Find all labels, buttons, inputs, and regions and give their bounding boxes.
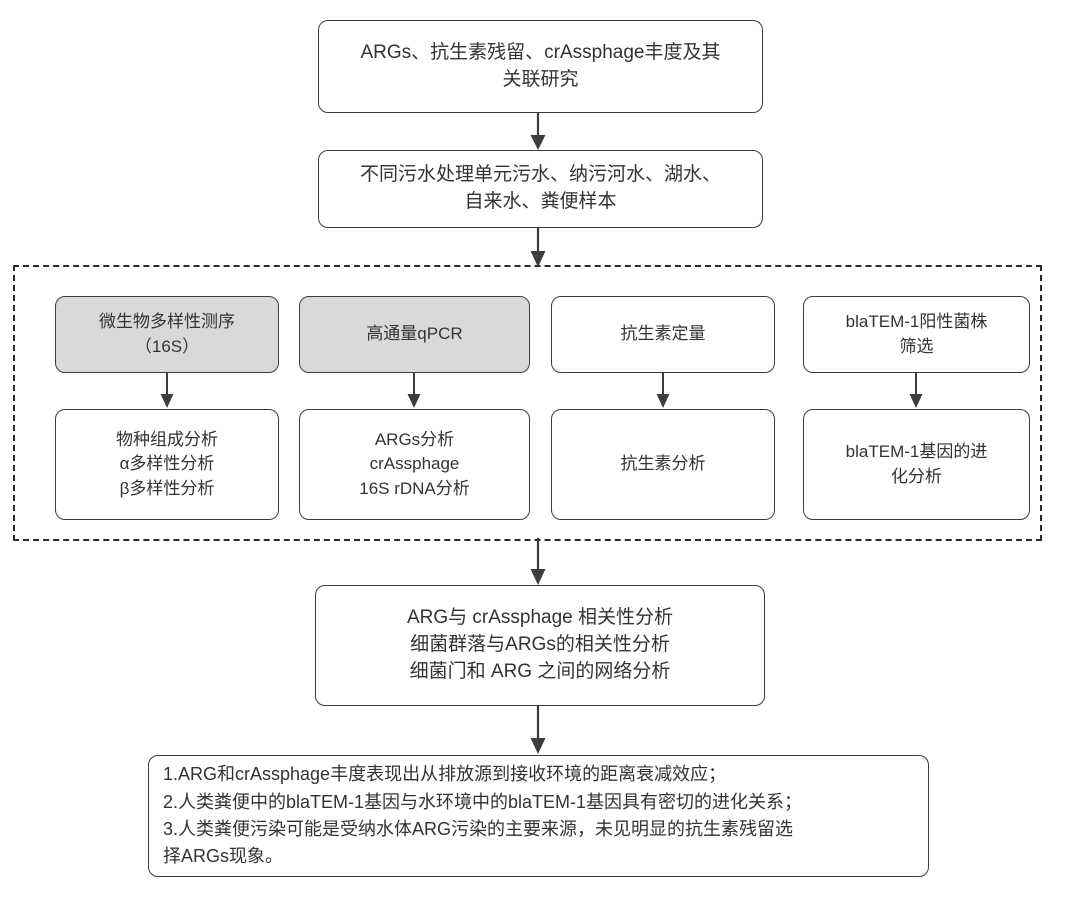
arrow-correlation-to-conclusions [527, 706, 549, 758]
node-samples: 不同污水处理单元污水、纳污河水、湖水、 自来水、粪便样本 [318, 150, 763, 228]
node-study-topic: ARGs、抗生素残留、crAssphage丰度及其 关联研究 [318, 20, 763, 113]
node-method-blatem-screening: blaTEM-1阳性菌株 筛选 [803, 296, 1030, 373]
node-conclusions: 1.ARG和crAssphage丰度表现出从排放源到接收环境的距离衰减效应； 2… [148, 755, 929, 877]
node-correlation-analyses: ARG与 crAssphage 相关性分析 细菌群落与ARGs的相关性分析 细菌… [315, 585, 765, 706]
node-method-antibiotic-quantification: 抗生素定量 [551, 296, 775, 373]
node-analysis-args: ARGs分析 crAssphage 16S rDNA分析 [299, 409, 530, 520]
arrow-16s-to-community [157, 373, 177, 410]
methods-group-container [13, 265, 1042, 541]
node-analysis-antibiotic: 抗生素分析 [551, 409, 775, 520]
arrow-qpcr-to-args [404, 373, 424, 410]
node-method-qpcr: 高通量qPCR [299, 296, 530, 373]
node-method-16s: 微生物多样性测序 （16S） [55, 296, 279, 373]
node-analysis-blatem-evolution: blaTEM-1基因的进 化分析 [803, 409, 1030, 520]
arrow-blatem-screen-to-blatem-evolution [906, 373, 926, 410]
arrow-antibiotic-quant-to-antibiotic-analysis [653, 373, 673, 410]
arrow-methods-group-to-correlation [527, 538, 549, 588]
arrow-topic-to-samples [527, 113, 549, 151]
arrow-samples-to-methods-group [527, 228, 549, 270]
node-analysis-community: 物种组成分析 α多样性分析 β多样性分析 [55, 409, 279, 520]
